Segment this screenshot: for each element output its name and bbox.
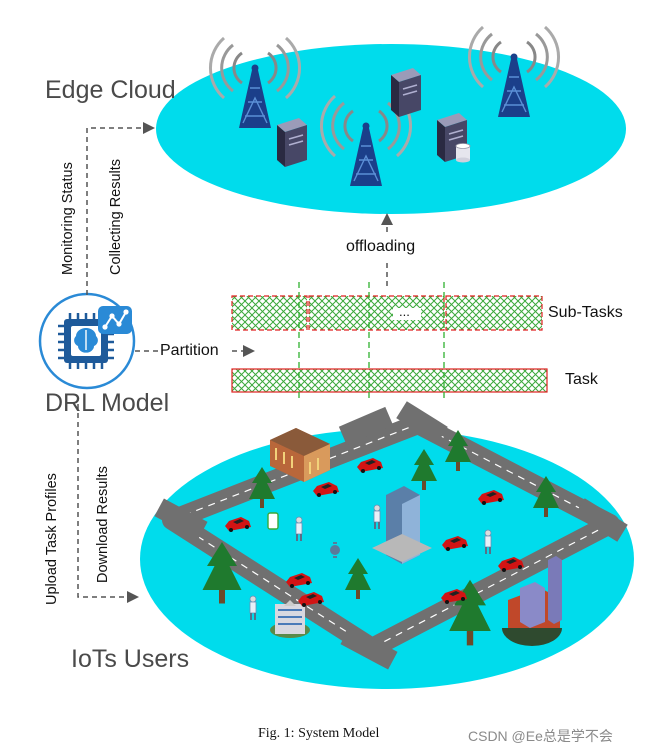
iot-users-label: IoTs Users	[71, 645, 190, 673]
server-icon	[276, 117, 308, 168]
monitoring-flow-arrow	[86, 122, 155, 295]
figure-caption: Fig. 1: System Model	[258, 726, 380, 741]
task-bar	[231, 368, 548, 393]
iot-users-region	[140, 401, 634, 689]
network-icon	[98, 306, 132, 334]
sub-tasks-label: Sub-Tasks	[548, 304, 623, 321]
server-icon	[390, 67, 422, 118]
phone-icon	[267, 512, 279, 530]
partition-dividers	[298, 282, 445, 402]
watch-icon	[330, 542, 340, 558]
database-icon	[455, 143, 471, 163]
monitoring-status-label: Monitoring Status	[60, 162, 76, 275]
task-label: Task	[565, 371, 598, 388]
partition-label: Partition	[160, 342, 219, 359]
offloading-label: offloading	[346, 238, 416, 255]
sub-tasks-ellipsis: ...	[399, 304, 410, 319]
drl-model-icon	[38, 292, 136, 390]
building-icon	[270, 428, 330, 482]
upload-flow-arrow	[77, 404, 139, 603]
upload-task-profiles-label: Upload Task Profiles	[44, 473, 60, 605]
sub-tasks-bar	[231, 295, 543, 331]
drl-model-label: DRL Model	[45, 389, 170, 417]
watermark: CSDN @Ee总是学不会	[468, 728, 613, 744]
building-icon	[372, 486, 432, 564]
edge-cloud-label: Edge Cloud	[45, 76, 176, 104]
building-icon	[502, 556, 562, 646]
building-icon	[270, 600, 310, 638]
brain-chip-icon	[58, 313, 114, 369]
collecting-results-label: Collecting Results	[108, 158, 124, 275]
edge-cloud-region	[156, 25, 626, 214]
download-results-label: Download Results	[95, 466, 111, 583]
